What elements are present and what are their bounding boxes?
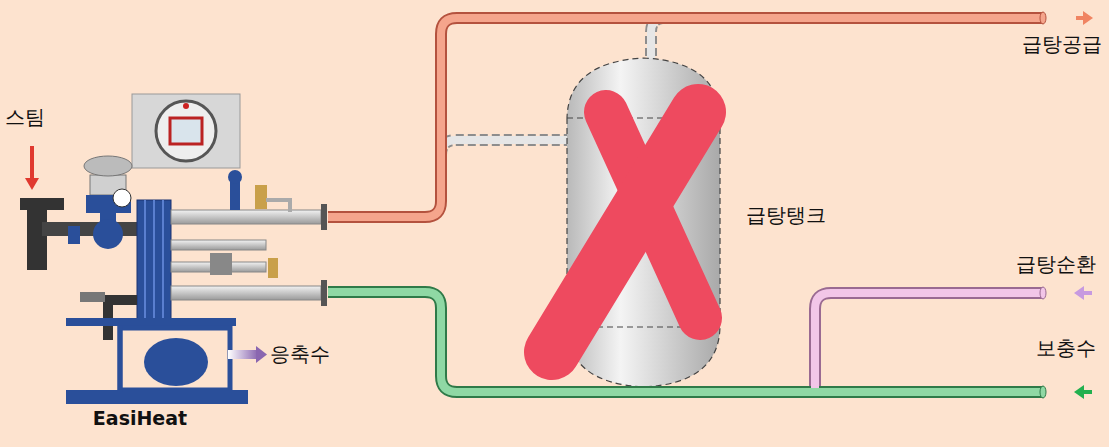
node-label: 급탕탱크 xyxy=(746,203,826,227)
pipe-label: 스팀 xyxy=(5,105,45,129)
node-label: EasiHeat xyxy=(93,407,187,430)
pipe-label: 급탕공급 xyxy=(1022,32,1102,56)
pipe-label: 급탕순환 xyxy=(1016,252,1096,276)
equipment-node: EasiHeat xyxy=(15,90,315,440)
cross-mark xyxy=(552,112,700,352)
pipe-label: 보충수 xyxy=(1036,336,1096,360)
tank-node: 급탕탱크 xyxy=(560,55,870,390)
pipe-label: 응축수 xyxy=(270,342,330,366)
